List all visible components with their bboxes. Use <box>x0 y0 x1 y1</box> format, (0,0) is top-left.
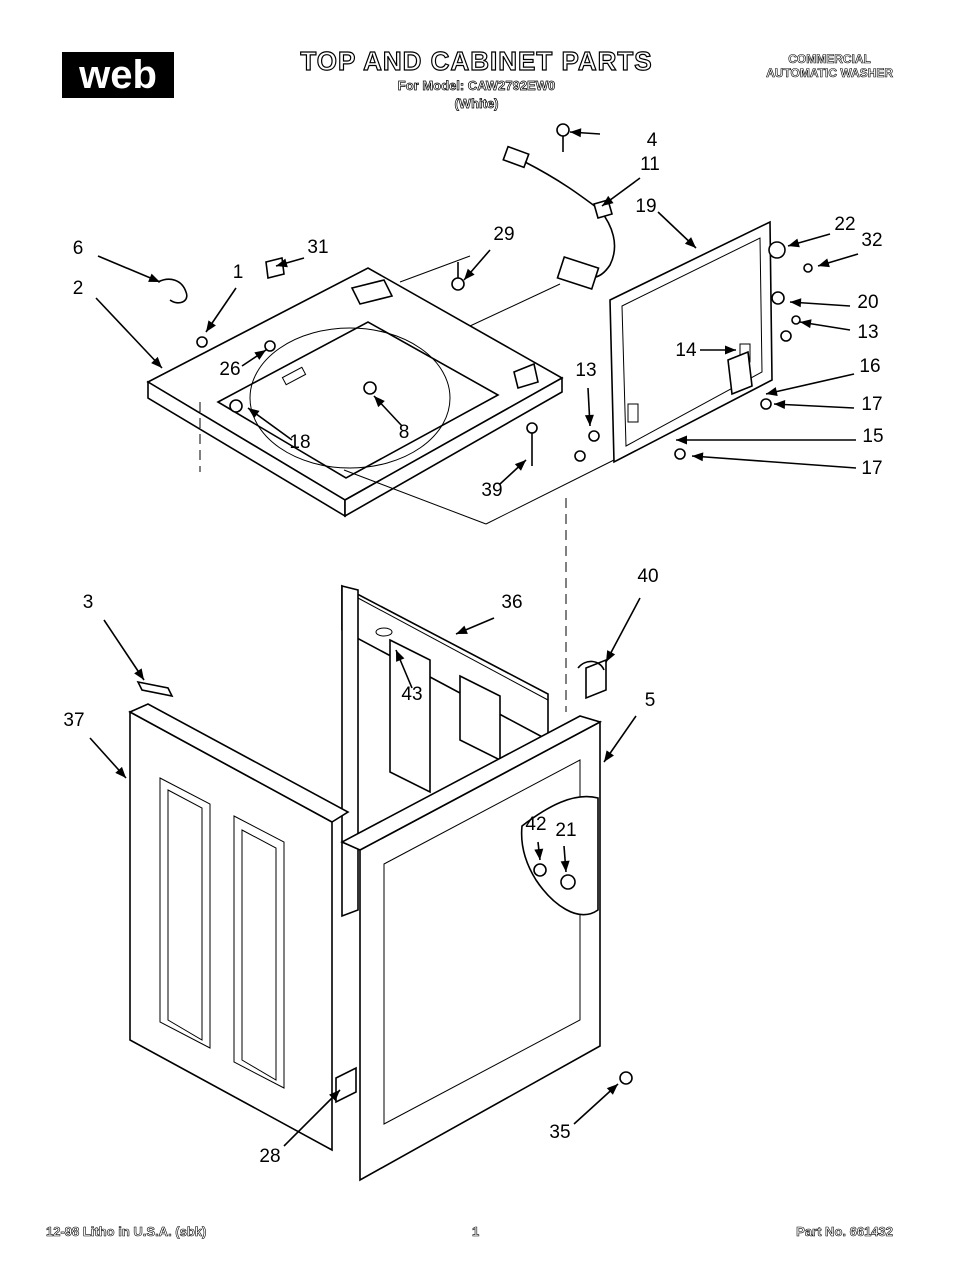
callout-arrowhead-15 <box>676 435 687 445</box>
callout-label-35: 35 <box>549 1122 570 1143</box>
callout-arrowhead-35 <box>606 1084 618 1095</box>
callout-arrowhead-4 <box>570 128 582 138</box>
alignment-lines <box>199 255 615 712</box>
callout-label-6: 6 <box>73 238 84 259</box>
callout-label-36: 36 <box>501 592 522 613</box>
callout-leader-6 <box>97 255 161 283</box>
rear-panel <box>341 584 549 918</box>
callout-leader-28 <box>283 1089 341 1147</box>
litho-note: 12-98 Litho in U.S.A. (sbk) <box>46 1224 207 1240</box>
callout-arrowhead-13 <box>800 319 812 329</box>
callout-arrowhead-31 <box>276 258 288 268</box>
callout-label-13: 13 <box>857 322 878 343</box>
callout-label-26: 26 <box>219 359 240 380</box>
callout-arrowhead-1 <box>206 320 216 332</box>
callout-label-43: 43 <box>401 684 422 705</box>
callout-label-15: 15 <box>862 426 883 447</box>
callout-arrowhead-19 <box>684 237 696 248</box>
callout-label-11: 11 <box>640 154 660 175</box>
callout-label-19: 19 <box>635 196 656 217</box>
callout-arrowhead-18 <box>248 408 260 419</box>
callout-label-3: 3 <box>83 592 94 613</box>
callout-arrowhead-2 <box>151 356 162 368</box>
wire-harness <box>502 145 616 291</box>
hardware-parts <box>157 123 813 1085</box>
callout-layer: 4 11 19 22 32 29 31 6 1 2 26 20 13 13 14 16 17 15 17 8 18 39 3… <box>63 128 884 1167</box>
callout-arrowhead-40 <box>606 650 616 662</box>
callout-arrowhead-37 <box>115 766 126 778</box>
callout-label-20: 20 <box>857 292 878 313</box>
product-category: COMMERCIAL AUTOMATIC WASHER <box>766 52 893 81</box>
side-panel-right <box>340 658 607 1182</box>
washer-top <box>146 267 564 518</box>
callout-arrowhead-26 <box>254 350 266 360</box>
callout-label-4: 4 <box>647 130 658 151</box>
callout-label-28: 28 <box>259 1146 280 1167</box>
callout-arrowhead-36 <box>456 625 468 634</box>
callout-arrowhead-5 <box>604 750 614 762</box>
callout-label-21: 21 <box>555 820 576 841</box>
callout-arrowhead-21 <box>560 860 570 872</box>
callout-label-37: 37 <box>63 710 84 731</box>
console-switch <box>627 403 639 423</box>
callout-leader-17 <box>691 455 857 469</box>
category-line-1: COMMERCIAL <box>788 52 871 67</box>
callout-label-8: 8 <box>399 422 410 443</box>
callout-arrowhead-16 <box>766 387 778 396</box>
callout-leader-3 <box>103 619 145 681</box>
callout-label-16: 16 <box>859 356 880 377</box>
callout-label-29: 29 <box>493 224 514 245</box>
brand-text: web <box>78 53 157 97</box>
callout-arrowhead-28 <box>329 1090 340 1101</box>
callout-leader-2 <box>95 297 163 369</box>
page-number: 1 <box>472 1224 480 1240</box>
callout-label-31: 31 <box>307 237 328 258</box>
callout-arrowhead-17 <box>774 400 786 410</box>
callout-label-17: 17 <box>861 394 882 415</box>
callout-arrowhead-20 <box>790 298 802 308</box>
callout-arrowhead-32 <box>818 258 830 268</box>
callout-label-2: 2 <box>73 278 84 299</box>
side-panel-left <box>128 680 357 1152</box>
callout-label-32: 32 <box>861 230 882 251</box>
console-frame <box>609 220 773 464</box>
callout-arrowhead-3 <box>134 668 144 680</box>
callout-label-14: 14 <box>675 340 697 361</box>
callout-arrowhead-43 <box>396 650 405 662</box>
part-number: Part No. 661432 <box>796 1224 893 1240</box>
callout-arrowhead-11 <box>602 195 614 206</box>
callout-label-42: 42 <box>525 814 546 835</box>
callout-arrowhead-22 <box>788 238 800 248</box>
callout-label-13: 13 <box>575 360 596 381</box>
callout-leader-16 <box>765 373 855 395</box>
callout-leader-17 <box>773 403 855 409</box>
callout-label-5: 5 <box>645 690 656 711</box>
callout-arrowhead-42 <box>534 848 544 860</box>
callout-arrowhead-6 <box>148 273 160 282</box>
callout-label-18: 18 <box>289 432 310 453</box>
callout-label-40: 40 <box>637 566 658 587</box>
page-title: TOP AND CABINET PARTS <box>300 45 653 76</box>
callout-arrowhead-29 <box>464 268 475 280</box>
callout-arrowhead-14 <box>725 345 736 355</box>
callout-label-17: 17 <box>861 458 882 479</box>
callout-arrowhead-13 <box>584 414 594 426</box>
callout-label-39: 39 <box>481 480 502 501</box>
category-line-2: AUTOMATIC WASHER <box>766 66 893 81</box>
callout-label-22: 22 <box>834 214 855 235</box>
web-logo: web <box>62 52 174 98</box>
callout-leader-40 <box>605 597 641 663</box>
model-line: For Model: CAW2792EW0 <box>397 78 556 94</box>
callout-label-1: 1 <box>233 262 244 283</box>
callout-arrowhead-8 <box>374 396 385 408</box>
callout-arrowhead-17 <box>692 452 704 462</box>
callout-arrowhead-39 <box>514 460 526 471</box>
color-variant: (White) <box>454 96 499 112</box>
